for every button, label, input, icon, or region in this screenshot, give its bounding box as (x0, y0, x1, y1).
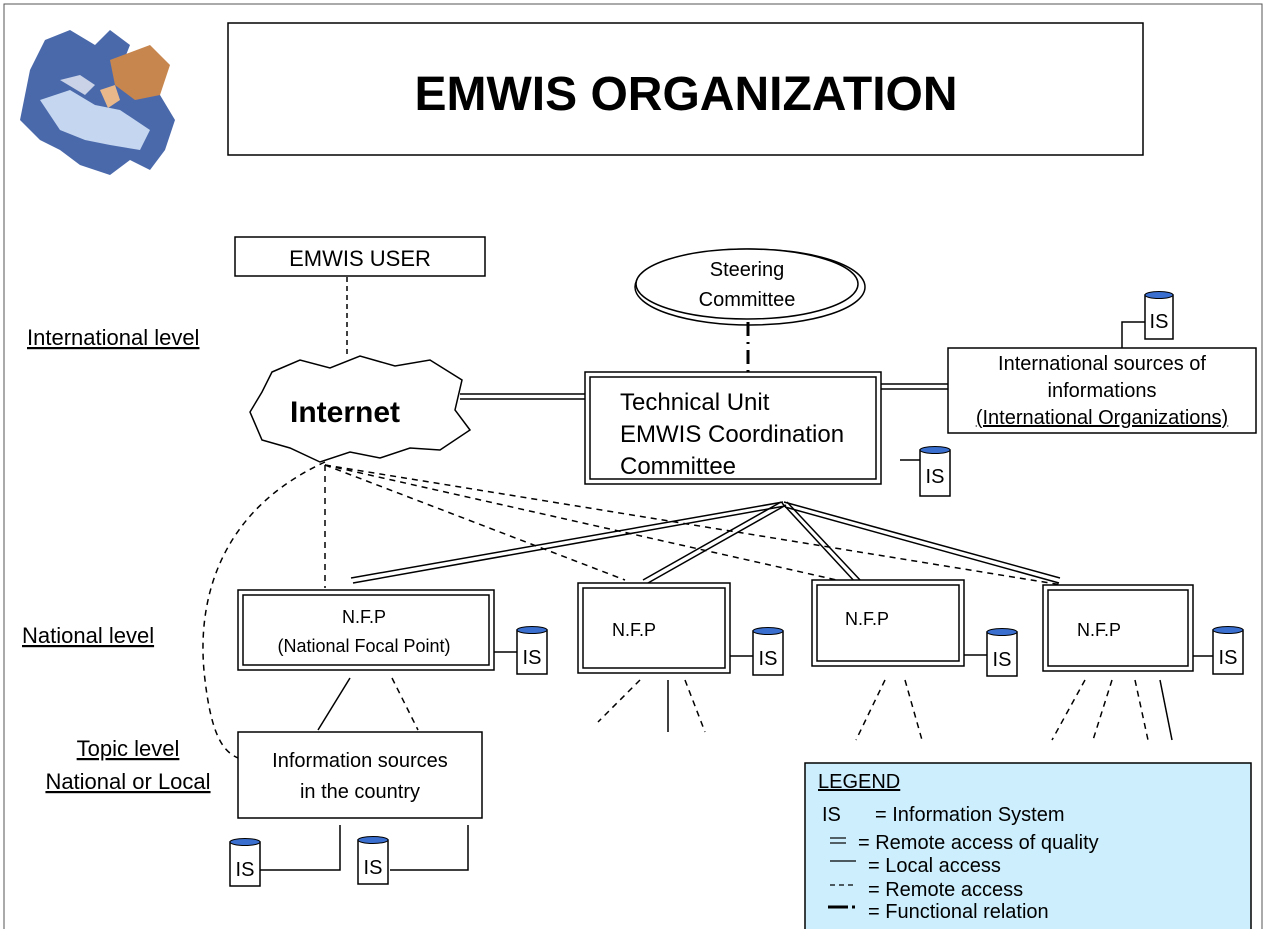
legend-is-symbol: IS (822, 804, 841, 826)
legend-is-text: = Information System (875, 804, 1065, 826)
nfp-4-box (1047, 589, 1189, 667)
tu-is-database-icon: IS (919, 446, 951, 497)
internet-cloud-icon (249, 355, 472, 463)
emwis-user-label: EMWIS USER (289, 246, 431, 271)
intl-sources-line-2: informations (1048, 380, 1157, 402)
tech-unit-line-3: Committee (620, 453, 736, 480)
intl-is-database-icon: IS (1144, 291, 1174, 340)
emwis-user-box (234, 236, 486, 277)
tu-nfp-quality-links (350, 501, 1061, 584)
info-sources-box (237, 731, 483, 819)
internet-nfp-remote-links (202, 461, 1063, 759)
svg-text:IS: IS (236, 859, 255, 881)
intl-is-link (1121, 321, 1145, 348)
title-box (227, 22, 1144, 156)
steering-line-2: Committee (699, 289, 796, 311)
legend-box (804, 762, 1252, 929)
national-level-label: National level (22, 623, 154, 648)
internet-label: Internet (290, 396, 400, 429)
info-is-links (260, 825, 469, 871)
nfp-3-label: N.F.P (845, 609, 889, 629)
nfp-3-is-database-icon: IS (986, 628, 1018, 677)
legend-local-text: = Local access (868, 855, 1001, 877)
info-is-1-database-icon: IS (229, 838, 261, 887)
nfp-main-line-1: N.F.P (342, 607, 386, 627)
national-or-local-label: National or Local (45, 769, 210, 794)
intl-sources-line-3: (International Organizations) (976, 407, 1228, 429)
legend-title: LEGEND (818, 771, 900, 793)
slide-frame (3, 3, 1263, 929)
nfp-main-line-2: (National Focal Point) (277, 636, 450, 656)
nfp-main-is-database-icon: IS (516, 626, 548, 675)
steering-committee-ellipse (635, 248, 859, 320)
technical-unit-box (589, 376, 877, 480)
svg-text:IS: IS (1150, 311, 1169, 333)
intl-sources-box (947, 347, 1257, 434)
legend-remote-text: = Remote access (868, 879, 1023, 901)
nfp-2-box (582, 587, 726, 669)
nfp-4-label: N.F.P (1077, 620, 1121, 640)
tech-unit-line-2: EMWIS Coordination (620, 421, 844, 448)
info-is-2-database-icon: IS (357, 836, 389, 885)
tech-unit-line-1: Technical Unit (620, 389, 770, 416)
page-title: EMWIS ORGANIZATION (414, 68, 957, 121)
nfp-downlinks (317, 677, 1173, 741)
svg-text:IS: IS (926, 466, 945, 488)
intl-sources-line-1: International sources of (998, 353, 1206, 375)
info-sources-line-2: in the country (300, 781, 420, 803)
nfp-4-is-database-icon: IS (1212, 626, 1244, 675)
nfp-main-box (242, 594, 490, 666)
topic-level-label: Topic level (77, 736, 180, 761)
legend-quality-text: = Remote access of quality (858, 832, 1099, 854)
svg-text:IS: IS (364, 857, 383, 879)
info-sources-line-1: Information sources (272, 750, 448, 772)
svg-text:IS: IS (759, 648, 778, 670)
svg-text:IS: IS (523, 647, 542, 669)
legend-functional-text: = Functional relation (868, 901, 1049, 923)
europe-map-logo (20, 30, 175, 175)
svg-text:IS: IS (1219, 647, 1238, 669)
nfp-2-is-database-icon: IS (752, 627, 784, 676)
nfp-3-box (816, 584, 960, 662)
international-level-label: International level (27, 325, 199, 350)
svg-text:IS: IS (993, 649, 1012, 671)
nfp-2-label: N.F.P (612, 620, 656, 640)
steering-line-1: Steering (710, 259, 785, 281)
